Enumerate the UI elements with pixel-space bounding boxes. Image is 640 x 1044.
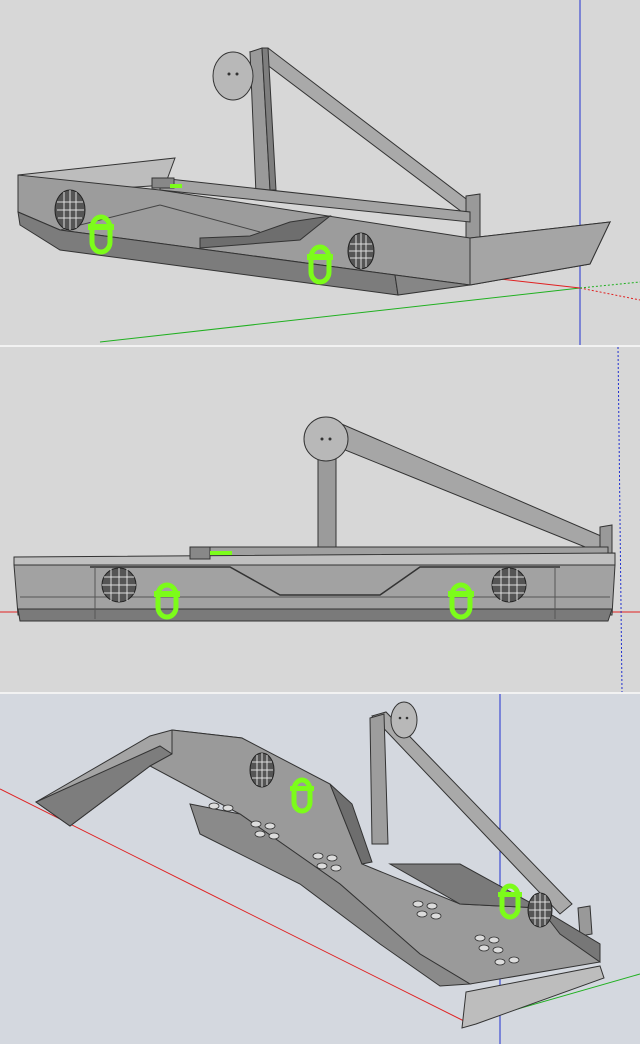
viewport-perspective-under[interactable] (0, 694, 640, 1044)
light-right (347, 232, 375, 270)
shackle-right-icon (448, 582, 474, 620)
light-right (491, 567, 527, 603)
viewport-elevation-front[interactable] (0, 347, 640, 692)
shackle-left-icon (88, 214, 114, 255)
swing-arm (209, 418, 613, 560)
tire-mount-plate (390, 701, 418, 739)
shackle-right-icon (307, 244, 333, 285)
view-divider (0, 345, 640, 347)
light-left (249, 752, 275, 788)
hinge-pin-icon (189, 546, 232, 560)
light-right (527, 892, 553, 928)
bumper-body (34, 729, 605, 1029)
bumper-model-view-2[interactable] (0, 347, 640, 692)
blue-axis (617, 347, 623, 692)
bumper-body (17, 157, 612, 296)
tire-mount-plate (212, 51, 254, 101)
shackle-left-icon (290, 777, 314, 814)
shackle-right-icon (498, 883, 522, 920)
light-left (54, 189, 86, 231)
shackle-left-icon (154, 582, 180, 620)
bumper-model-view-1[interactable] (0, 0, 640, 345)
view-divider (0, 692, 640, 694)
green-axis-neg (579, 281, 640, 289)
green-axis (99, 287, 581, 343)
mount-holes (208, 802, 520, 966)
red-axis (0, 788, 471, 1025)
swing-arm (159, 47, 481, 239)
tire-mount-plate (303, 416, 349, 462)
viewport-perspective-front[interactable] (0, 0, 640, 345)
swing-arm (369, 711, 593, 937)
red-axis-neg (579, 287, 640, 301)
hinge-pin-icon (151, 177, 182, 189)
light-left (101, 567, 137, 603)
bumper-model-view-3[interactable] (0, 694, 640, 1044)
